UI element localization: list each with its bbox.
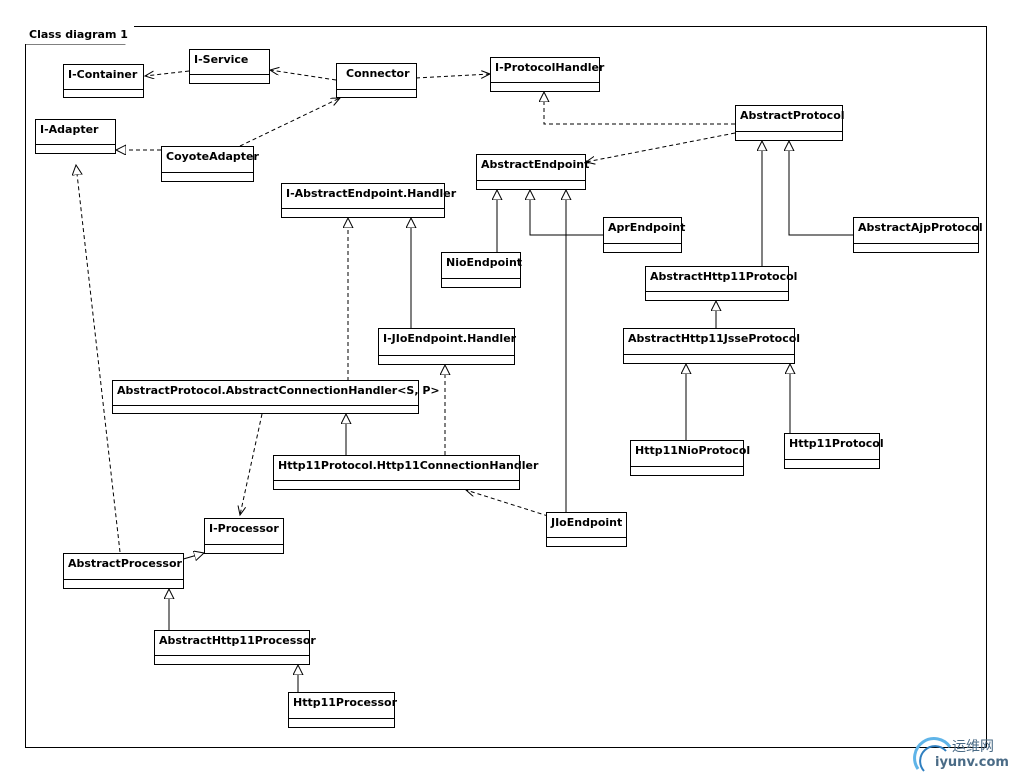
class-name: AbstractProcessor [68, 557, 182, 570]
class-name: I-Service [194, 53, 249, 66]
diagram-title: Class diagram 1 [25, 26, 134, 44]
class-abstract-protocol[interactable]: AbstractProtocol [735, 105, 845, 141]
class-nio-endpoint[interactable]: NioEndpoint [441, 252, 523, 288]
class-http11-processor[interactable]: Http11Processor [288, 692, 398, 728]
class-name: AbstractProtocol [740, 109, 845, 122]
gen-abstractprocessor-processor [179, 553, 204, 560]
class-http11-protocol[interactable]: Http11Protocol [784, 433, 884, 469]
class-i-jio-endpoint-handler[interactable]: I-JIoEndpoint.Handler [378, 328, 517, 365]
dep-connector-service [270, 70, 337, 81]
class-name: AbstractHttp11Processor [159, 634, 316, 647]
real-abstractprotocol-protocolhandler [544, 92, 735, 125]
class-name: I-ProtocolHandler [495, 61, 605, 74]
class-name: NioEndpoint [446, 256, 523, 269]
class-abstract-connection-handler[interactable]: AbstractProtocol.AbstractConnectionHandl… [112, 380, 440, 414]
dep-abstractprotocol-endpoint [586, 132, 736, 162]
class-name: CoyoteAdapter [166, 150, 259, 163]
class-name: Connector [346, 67, 410, 80]
class-i-container[interactable]: I-Container [63, 64, 144, 98]
class-name: Http11NioProtocol [635, 444, 751, 457]
class-name: I-Processor [209, 522, 279, 535]
class-abstract-http11-protocol[interactable]: AbstractHttp11Protocol [645, 266, 798, 301]
class-i-adapter[interactable]: I-Adapter [35, 119, 116, 154]
class-name: I-JIoEndpoint.Handler [383, 332, 517, 345]
class-http11-connection-handler[interactable]: Http11Protocol.Http11ConnectionHandler [273, 455, 539, 490]
class-i-processor[interactable]: I-Processor [204, 518, 284, 554]
watermark-en: iyunv.com [935, 755, 1009, 770]
watermark-cn: 运维网 [952, 739, 994, 755]
class-apr-endpoint[interactable]: AprEndpoint [603, 217, 686, 253]
dep-jio-connectionhandler [466, 490, 549, 517]
class-name: AbstractHttp11Protocol [650, 270, 798, 283]
class-name: AbstractEndpoint [481, 158, 590, 171]
class-name: AbstractProtocol.AbstractConnectionHandl… [117, 384, 440, 397]
class-name: I-AbstractEndpoint.Handler [286, 187, 457, 200]
diagram-frame [25, 26, 987, 748]
class-name: AbstractAjpProtocol [858, 221, 983, 234]
class-abstract-processor[interactable]: AbstractProcessor [63, 553, 184, 589]
class-name: I-Container [68, 68, 138, 81]
gen-apr-endpoint [530, 190, 603, 236]
gen-ajp-abstractprotocol [789, 141, 853, 236]
watermark-logo-icon [913, 737, 952, 772]
class-connector[interactable]: Connector [336, 63, 417, 98]
real-processor-adapter [76, 165, 121, 553]
class-name: JIoEndpoint [551, 516, 623, 529]
dep-service-container [145, 70, 190, 76]
class-i-service[interactable]: I-Service [189, 49, 270, 84]
class-http11-nio-protocol[interactable]: Http11NioProtocol [630, 440, 751, 476]
class-name: AprEndpoint [608, 221, 686, 234]
class-abstract-http11-processor[interactable]: AbstractHttp11Processor [154, 630, 316, 665]
class-i-abstract-endpoint-handler[interactable]: I-AbstractEndpoint.Handler [281, 183, 457, 218]
class-i-protocol-handler[interactable]: I-ProtocolHandler [490, 57, 605, 92]
class-name: AbstractHttp11JsseProtocol [628, 332, 801, 345]
class-name: I-Adapter [40, 123, 99, 136]
dep-coyote-connector [239, 98, 340, 147]
class-name: Http11Processor [293, 696, 398, 709]
class-jio-endpoint[interactable]: JIoEndpoint [546, 512, 627, 547]
class-abstract-http11-jsse-protocol[interactable]: AbstractHttp11JsseProtocol [623, 328, 801, 364]
class-abstract-endpoint[interactable]: AbstractEndpoint [476, 154, 590, 190]
class-abstract-ajp-protocol[interactable]: AbstractAjpProtocol [853, 217, 983, 253]
class-name: Http11Protocol [789, 437, 884, 450]
dep-connector-protocolhandler [415, 74, 490, 78]
dep-handler-processor [240, 413, 263, 515]
class-coyote-adapter[interactable]: CoyoteAdapter [161, 146, 259, 182]
class-name: Http11Protocol.Http11ConnectionHandler [278, 459, 539, 472]
